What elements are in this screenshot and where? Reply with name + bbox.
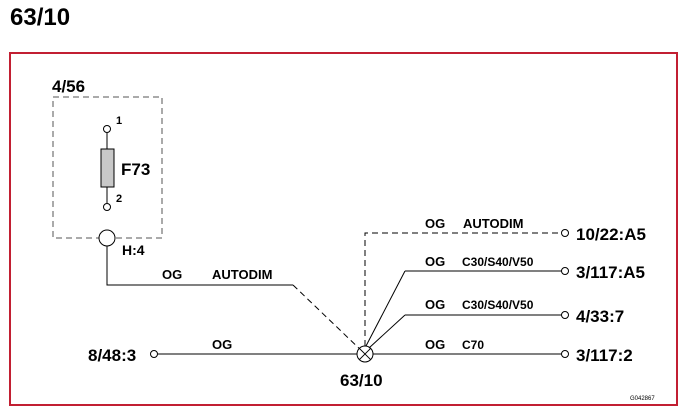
pin-2-label: 2 — [116, 193, 122, 205]
connector-label: H:4 — [122, 242, 145, 258]
terminal-left — [150, 350, 158, 358]
diagram-border — [9, 52, 678, 406]
wire-c70-color: OG — [425, 337, 445, 352]
terminal-4-33-7 — [561, 311, 569, 319]
connector-h4 — [98, 229, 116, 247]
wire-c30-433-diag — [368, 314, 406, 349]
wire-autodim-right-color: OG — [425, 216, 445, 231]
terminal-label-1: 10/22:A5 — [576, 225, 646, 244]
fuse-label: F73 — [121, 160, 150, 179]
wire-left-color: OG — [212, 337, 232, 352]
wire-c70-signal: C70 — [462, 338, 484, 352]
pin-1-terminal — [103, 125, 111, 133]
wire-autodim-module-dashed — [292, 284, 366, 355]
pin-2-terminal — [103, 203, 111, 211]
wire-autodim-module — [106, 246, 293, 286]
splice-cross-b — [358, 347, 372, 361]
wire-c30-433-color: OG — [425, 297, 445, 312]
wire-color-label: OG — [162, 267, 182, 282]
page-title: 63/10 — [10, 4, 71, 31]
terminal-label-2: 3/117:A5 — [576, 263, 645, 282]
wire-signal-label: AUTODIM — [212, 267, 272, 282]
figure-code: G042867 — [630, 396, 655, 402]
fuse-f73 — [100, 148, 115, 188]
wire-autodim-right-signal: AUTODIM — [463, 216, 523, 231]
wire-c30-a5-signal: C30/S40/V50 — [462, 255, 534, 269]
pin-1-label: 1 — [116, 115, 122, 127]
wire-c30-433-signal: C30/S40/V50 — [462, 298, 534, 312]
terminal-left-label: 8/48:3 — [88, 346, 136, 365]
splice-label: 63/10 — [340, 371, 383, 390]
module-label: 4/56 — [52, 77, 85, 96]
terminal-3-117-a5 — [561, 267, 569, 275]
wire-c30-a5-color: OG — [425, 254, 445, 269]
wire-autodim-right — [364, 232, 562, 346]
terminal-3-117-2 — [561, 350, 569, 358]
terminal-label-3: 4/33:7 — [576, 307, 624, 326]
terminal-label-4: 3/117:2 — [576, 346, 633, 365]
terminal-10-22-a5 — [561, 229, 569, 237]
wire-c30-a5-diag — [365, 270, 406, 347]
